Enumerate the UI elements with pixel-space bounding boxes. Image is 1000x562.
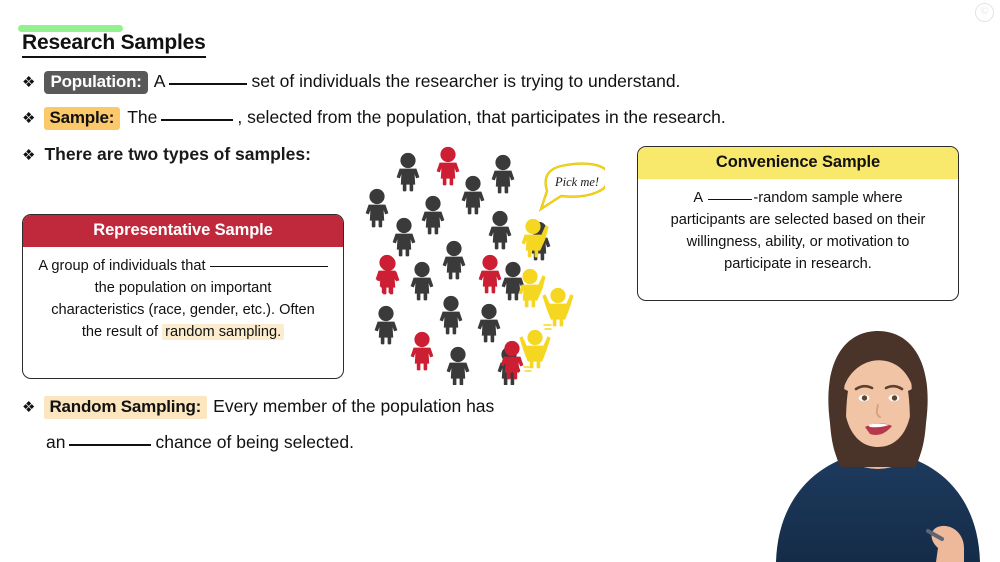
bullet-random-sampling: ❖ Random Sampling: Every member of the p… [22, 396, 494, 419]
green-highlight-swash [18, 25, 123, 32]
representative-sample-header: Representative Sample [23, 215, 343, 247]
bullet-sample: ❖ Sample: The , selected from the popula… [22, 107, 726, 130]
speech-bubble: Pick me! [538, 162, 605, 212]
page-title: Research Samples [22, 31, 206, 58]
random-sampling-blank [69, 444, 152, 446]
convenience-sample-card: Convenience Sample A -random sample wher… [637, 146, 959, 301]
rep-line3: characteristics (race, gender, etc.). Of… [51, 301, 315, 318]
representative-sample-card: Representative Sample A group of individ… [22, 214, 344, 379]
sample-blank [161, 119, 234, 121]
speech-bubble-text: Pick me! [554, 175, 599, 189]
random-sampling-tag: Random Sampling: [44, 396, 208, 419]
diamond-bullet-icon: ❖ [22, 399, 36, 416]
rep-line4-a: the result of [81, 323, 159, 340]
random-sampling-line1: Every member of the population has [213, 396, 495, 416]
sample-text-before: The [127, 107, 158, 127]
bullet-population: ❖ Population: A set of individuals the r… [22, 71, 680, 94]
copyright-icon: © [975, 3, 994, 22]
rep-line1-blank [209, 266, 328, 267]
sample-tag: Sample: [44, 107, 121, 130]
population-blank [169, 83, 248, 85]
diamond-bullet-icon: ❖ [22, 147, 36, 164]
conv-line2: participants are selected based on their [670, 211, 926, 228]
diamond-bullet-icon: ❖ [22, 110, 36, 127]
representative-sample-body: A group of individuals that the populati… [23, 247, 343, 355]
random-sampling-line2-row: an chance of being selected. [46, 432, 354, 453]
diamond-bullet-icon: ❖ [22, 74, 36, 91]
presenter-video-overlay [752, 305, 1000, 562]
conv-line1-blank [708, 199, 753, 200]
two-types-text: There are two types of samples: [44, 144, 311, 164]
convenience-sample-body: A -random sample where participants are … [638, 179, 958, 287]
rep-line1-a: A group of individuals that [38, 258, 206, 274]
page-title-wrap: Research Samples [22, 31, 206, 58]
sample-text-after: , selected from the population, that par… [237, 107, 726, 127]
conv-line3: willingness, ability, or motivation to [686, 233, 910, 250]
conv-line1-b: -random sample where [753, 190, 903, 206]
population-text-before: A [153, 71, 166, 91]
rep-line4-highlight: random sampling. [162, 323, 285, 340]
random-sampling-line2-before: an [46, 432, 66, 452]
population-tag: Population: [44, 71, 148, 94]
bullet-two-types: ❖ There are two types of samples: [22, 144, 311, 165]
random-sampling-line2-after: chance of being selected. [155, 432, 354, 452]
conv-line4: participate in research. [724, 255, 872, 272]
crowd-of-people-illustration: Pick me! [355, 135, 605, 385]
convenience-sample-header: Convenience Sample [638, 147, 958, 179]
rep-line2: the population on important [94, 279, 272, 296]
conv-line1-a: A [693, 190, 703, 206]
population-text-after: set of individuals the researcher is try… [251, 71, 681, 91]
